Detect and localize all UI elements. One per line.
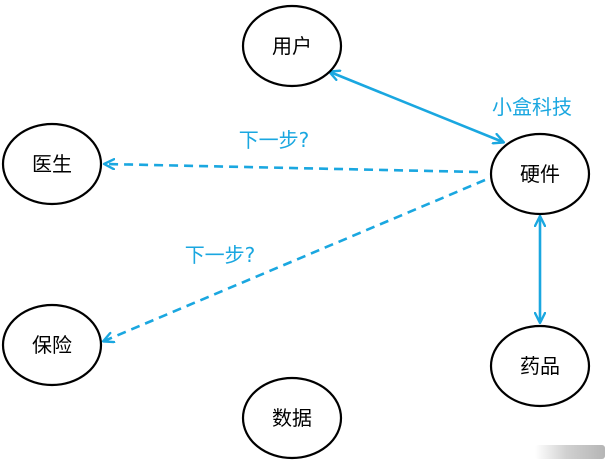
node-doctor: 医生 (1, 122, 103, 206)
node-user: 用户 (241, 4, 343, 88)
node-hardware: 硬件 (489, 132, 591, 216)
node-insurance: 保险 (1, 303, 103, 387)
edge-label-user-hardware: 小盒科技 (492, 95, 572, 119)
node-data: 数据 (241, 376, 343, 460)
node-label-doctor: 医生 (32, 152, 72, 176)
node-label-user: 用户 (272, 34, 312, 58)
edge-hardware-doctor (105, 164, 479, 174)
node-medicine: 药品 (489, 324, 591, 408)
watermark-overlay (535, 445, 605, 459)
node-label-hardware: 硬件 (520, 162, 560, 186)
edge-hardware-insurance (104, 178, 486, 341)
edge-user-hardware (330, 72, 503, 142)
node-label-insurance: 保险 (32, 333, 72, 357)
node-label-data: 数据 (272, 406, 312, 430)
edge-label-hardware-doctor: 下一步? (239, 128, 310, 152)
node-label-medicine: 药品 (520, 354, 560, 378)
edge-label-hardware-insurance: 下一步? (185, 243, 256, 267)
